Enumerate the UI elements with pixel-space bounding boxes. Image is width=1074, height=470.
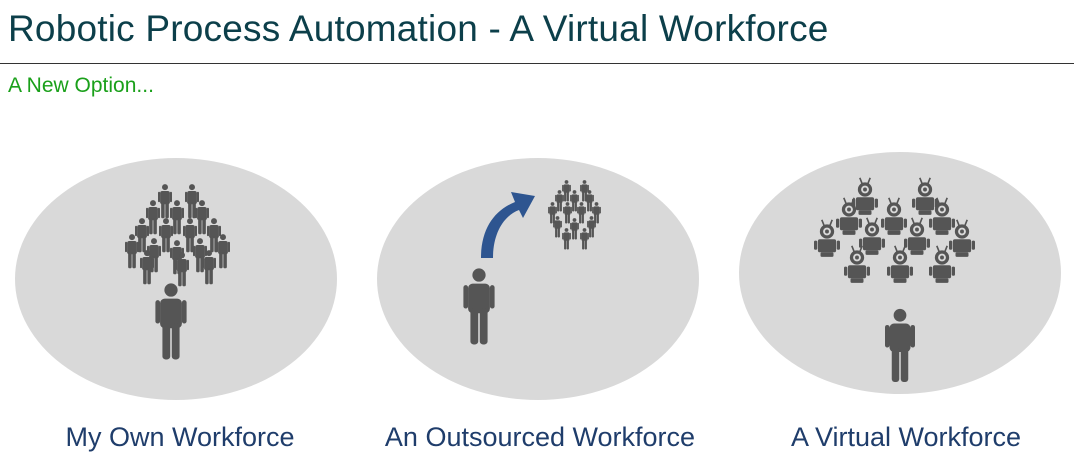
page-title: Robotic Process Automation - A Virtual W…	[8, 8, 829, 49]
robot-crowd-icon	[814, 176, 975, 284]
panel-caption: An Outsourced Workforce	[384, 422, 696, 452]
person-with-robot-crowd-icon	[814, 176, 975, 382]
person-arrow-remote-crowd-icon	[463, 180, 601, 345]
title-divider	[0, 63, 1074, 64]
panel-ellipse	[377, 158, 699, 400]
person-icon	[463, 268, 495, 345]
person-icon	[885, 308, 915, 382]
person-icon	[155, 283, 187, 360]
crowd-icon	[125, 184, 230, 287]
person-with-crowd-icon	[125, 184, 230, 360]
panel-ellipse	[15, 158, 337, 400]
page-subtitle: A New Option...	[8, 74, 154, 97]
remote-crowd-icon	[548, 180, 601, 250]
panel-caption: My Own Workforce	[65, 422, 295, 452]
panel-caption: A Virtual Workforce	[790, 422, 1022, 452]
arrow-icon	[481, 192, 535, 258]
